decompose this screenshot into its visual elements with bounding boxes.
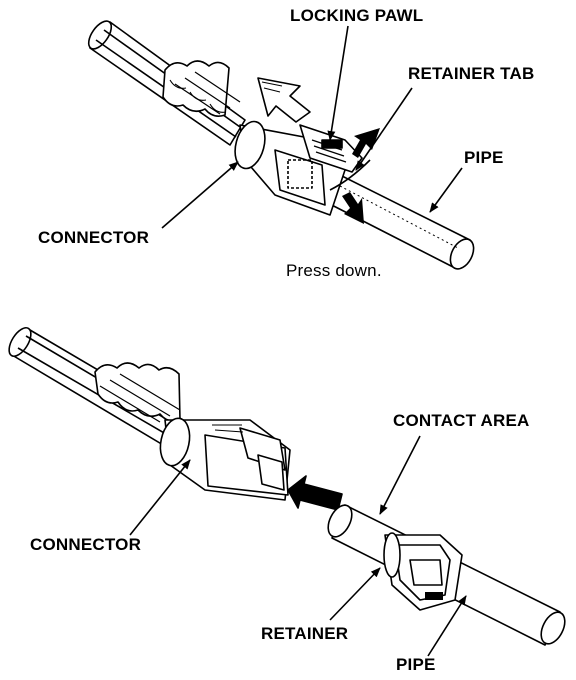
leader-retainer-tab xyxy=(355,87,413,171)
bottom-connector-body xyxy=(159,417,291,501)
bottom-assembly xyxy=(8,326,566,646)
label-connector-bottom: CONNECTOR xyxy=(30,535,142,554)
label-connector-top: CONNECTOR xyxy=(38,228,150,247)
label-locking-pawl: LOCKING PAWL xyxy=(290,6,424,25)
bottom-leaders xyxy=(129,435,467,657)
top-fuel-hose xyxy=(87,20,246,146)
top-assembly xyxy=(87,20,475,270)
top-pipe xyxy=(317,169,475,270)
top-direction-arrow xyxy=(257,77,311,123)
label-contact-area: CONTACT AREA xyxy=(393,411,530,430)
top-press-arrow-upper xyxy=(352,128,380,158)
bottom-retainer xyxy=(383,532,463,611)
label-pipe-bottom: PIPE xyxy=(396,655,436,674)
label-press-down: Press down. xyxy=(286,261,382,280)
leader-contact-area xyxy=(379,435,421,515)
label-pipe-top: PIPE xyxy=(464,148,504,167)
top-connector-body xyxy=(234,120,371,216)
leader-locking-pawl xyxy=(327,25,349,141)
bottom-insert-arrow xyxy=(287,475,343,511)
leader-retainer xyxy=(329,567,381,621)
label-retainer-tab: RETAINER TAB xyxy=(408,64,535,83)
label-retainer: RETAINER xyxy=(261,624,349,643)
leader-pipe-bottom xyxy=(427,595,467,657)
leader-connector-bottom xyxy=(129,459,191,536)
leader-pipe-top xyxy=(429,167,463,213)
top-press-arrow-lower xyxy=(342,192,364,224)
top-leaders xyxy=(161,25,463,229)
leader-connector-top xyxy=(161,161,239,229)
